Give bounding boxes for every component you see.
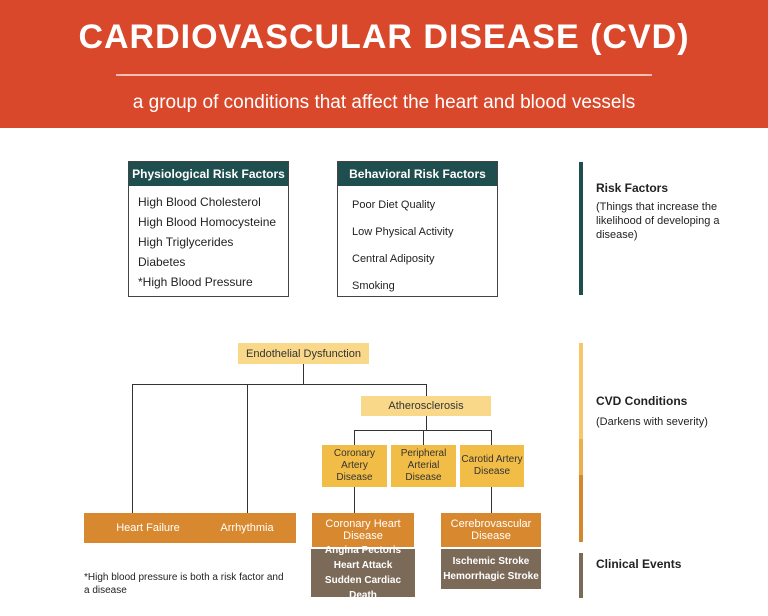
connector-line [491,430,492,445]
peripheral-arterial-disease-node: Peripheral Arterial Disease [391,445,456,487]
coronary-heart-disease-node: Coronary Heart Disease [312,513,414,547]
event-item: Hemorrhagic Stroke [443,571,539,582]
connector-line [354,430,355,445]
coronary-artery-disease-node: Coronary Artery Disease [322,445,387,487]
cerebrovascular-disease-node: Cerebrovascular Disease [441,513,541,547]
connector-line [426,416,427,430]
event-item: Angina Pectoris [324,545,402,556]
connector-line [132,384,133,513]
physiological-item: Diabetes [138,255,186,269]
page-subtitle: a group of conditions that affect the he… [132,92,636,113]
behavioral-item: Smoking [352,280,395,292]
behavioral-item: Poor Diet Quality [352,199,436,211]
connector-line [354,487,355,513]
event-item: Sudden Cardiac Death [324,575,402,601]
physiological-item: *High Blood Pressure [138,275,253,289]
cerebro-events-box: Ischemic Stroke Hemorrhagic Stroke [441,549,541,589]
carotid-artery-disease-node: Carotid Artery Disease [460,445,524,487]
event-item: Heart Attack [333,560,393,571]
event-item: Ischemic Stroke [452,556,530,567]
cvd-bar-mid [579,439,583,475]
title-divider [116,74,652,76]
physiological-item: High Blood Homocysteine [138,215,277,229]
page-title: CARDIOVASCULAR DISEASE (CVD) [78,18,690,56]
endothelial-dysfunction-node: Endothelial Dysfunction [238,343,369,364]
cvd-bar-light [579,343,583,439]
cvd-conditions-description: (Darkens with severity) [596,416,708,428]
physiological-item: High Triglycerides [138,235,234,249]
arrhythmia-node: Arrhythmia [198,513,296,543]
cvd-conditions-label: CVD Conditions [596,394,688,408]
connector-line [132,384,426,385]
behavioral-risk-heading: Behavioral Risk Factors [338,162,497,186]
header-banner [0,0,768,128]
risk-factors-bar [579,162,583,295]
footnote: *High blood pressure is both a risk fact… [84,572,284,596]
atherosclerosis-node: Atherosclerosis [361,396,491,416]
physiological-item: High Blood Cholesterol [138,195,261,209]
behavioral-risk-box: Behavioral Risk Factors Poor Diet Qualit… [337,161,498,297]
physiological-risk-heading: Physiological Risk Factors [129,162,288,186]
connector-line [303,364,304,384]
clinical-events-bar [579,553,583,598]
connector-line [423,430,424,445]
behavioral-item: Central Adiposity [352,253,435,265]
heart-failure-node: Heart Failure [84,513,212,543]
physiological-risk-box: Physiological Risk Factors High Blood Ch… [128,161,289,297]
behavioral-item: Low Physical Activity [352,226,454,238]
connector-line [426,384,427,396]
connector-line [491,487,492,513]
coronary-events-box: Angina Pectoris Heart Attack Sudden Card… [311,545,415,601]
connector-line [247,384,248,513]
risk-factors-description: (Things that increase the likelihood of … [596,201,720,241]
clinical-events-label: Clinical Events [596,557,682,571]
risk-factors-label: Risk Factors [596,181,669,195]
cvd-bar-dark [579,475,583,542]
